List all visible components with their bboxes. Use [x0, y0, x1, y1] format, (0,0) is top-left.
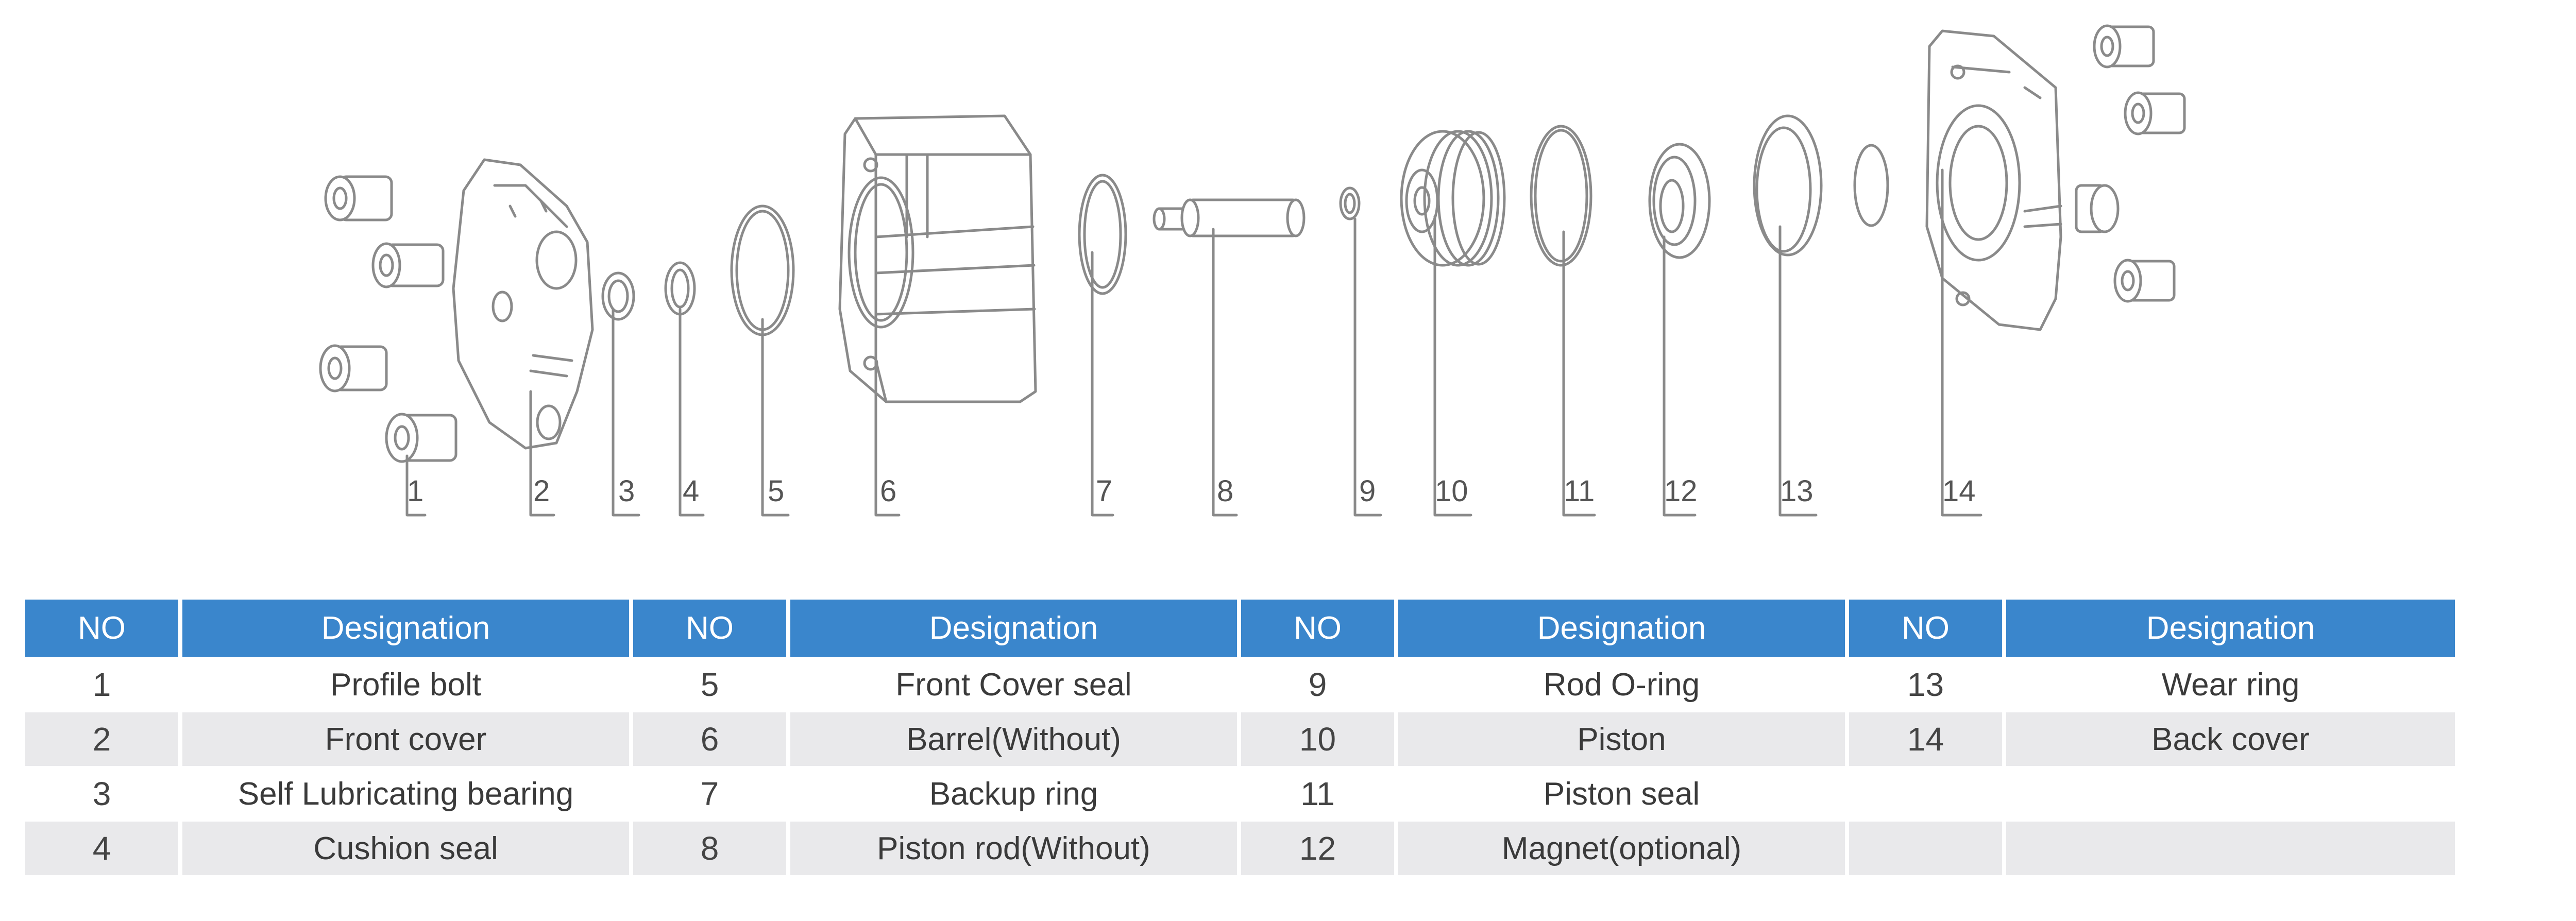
callout-13: 13 [1780, 474, 1814, 508]
callout-6: 6 [880, 474, 897, 508]
part-8-piston-rod [1153, 198, 1306, 517]
header-designation: Designation [182, 600, 633, 657]
cell-designation: Magnet(optional) [1398, 821, 1849, 875]
part-1-profile-bolts [319, 175, 457, 517]
cell-designation: Wear ring [2006, 657, 2455, 711]
header-no: NO [633, 600, 790, 657]
table-header-row: NO Designation NO Designation NO Designa… [25, 600, 2455, 657]
cell-designation: Front cover [182, 711, 633, 766]
callout-8: 8 [1217, 474, 1234, 508]
callout-14: 14 [1942, 474, 1976, 508]
cell-no: 6 [633, 711, 790, 766]
header-designation: Designation [790, 600, 1241, 657]
cell-no: 3 [25, 766, 182, 821]
cell-designation: Back cover [2006, 711, 2455, 766]
callout-10: 10 [1435, 474, 1468, 508]
table-row: 2 Front cover 6 Barrel(Without) 10 Pisto… [25, 711, 2455, 766]
cell-designation: Rod O-ring [1398, 657, 1849, 711]
callout-4: 4 [683, 474, 700, 508]
part-12-magnet [1648, 143, 1711, 517]
cell-designation: Cushion seal [182, 821, 633, 875]
table-row: 3 Self Lubricating bearing 7 Backup ring… [25, 766, 2455, 821]
cell-no: 13 [1849, 657, 2006, 711]
header-designation: Designation [2006, 600, 2455, 657]
cell-designation: Piston [1398, 711, 1849, 766]
part-11-piston-seal [1530, 125, 1596, 517]
o-ring-unlabeled [1853, 144, 1889, 227]
exploded-view-drawing [319, 24, 2186, 517]
cell-designation: Profile bolt [182, 657, 633, 711]
part-2-front-cover [452, 158, 594, 517]
part-10-piston [1400, 130, 1506, 517]
cell-designation: Piston rod(Without) [790, 821, 1241, 875]
part-13-wear-ring [1753, 114, 1823, 517]
callout-1: 1 [407, 474, 424, 508]
cell-no: 4 [25, 821, 182, 875]
cell-designation: Front Cover seal [790, 657, 1241, 711]
callout-5: 5 [768, 474, 785, 508]
callout-9: 9 [1359, 474, 1376, 508]
callout-11: 11 [1564, 474, 1595, 508]
header-designation: Designation [1398, 600, 1849, 657]
part-4-cushion-seal [664, 261, 705, 517]
cell-no: 14 [1849, 711, 2006, 766]
cell-designation [2006, 766, 2455, 821]
callout-2: 2 [533, 474, 550, 508]
cell-no: 10 [1241, 711, 1398, 766]
cell-no: 12 [1241, 821, 1398, 875]
table-row: 1 Profile bolt 5 Front Cover seal 9 Rod … [25, 657, 2455, 711]
part-7-backup-ring [1078, 174, 1127, 517]
header-no: NO [25, 600, 182, 657]
cell-designation: Barrel(Without) [790, 711, 1241, 766]
part-5-front-cover-seal [730, 204, 795, 517]
cell-no: 1 [25, 657, 182, 711]
callout-12: 12 [1664, 474, 1698, 508]
header-no: NO [1849, 600, 2006, 657]
cell-no: 5 [633, 657, 790, 711]
cell-designation: Self Lubricating bearing [182, 766, 633, 821]
cell-no [1849, 766, 2006, 821]
callout-3: 3 [618, 474, 635, 508]
table-row: 4 Cushion seal 8 Piston rod(Without) 12 … [25, 821, 2455, 875]
cell-no: 11 [1241, 766, 1398, 821]
part-14-back-cover [1925, 29, 2062, 517]
cell-no: 8 [633, 821, 790, 875]
cell-designation: Backup ring [790, 766, 1241, 821]
parts-table: NO Designation NO Designation NO Designa… [25, 600, 2455, 875]
callout-7: 7 [1096, 474, 1113, 508]
cell-no: 9 [1241, 657, 1398, 711]
cell-designation [2006, 821, 2455, 875]
part-9-rod-o-ring [1339, 186, 1382, 517]
header-no: NO [1241, 600, 1398, 657]
part-3-bearing [601, 271, 640, 517]
cell-no: 7 [633, 766, 790, 821]
back-cover-bolts [2075, 24, 2186, 303]
part-6-barrel [838, 114, 1037, 517]
cell-designation: Piston seal [1398, 766, 1849, 821]
cell-no: 2 [25, 711, 182, 766]
cell-no [1849, 821, 2006, 875]
